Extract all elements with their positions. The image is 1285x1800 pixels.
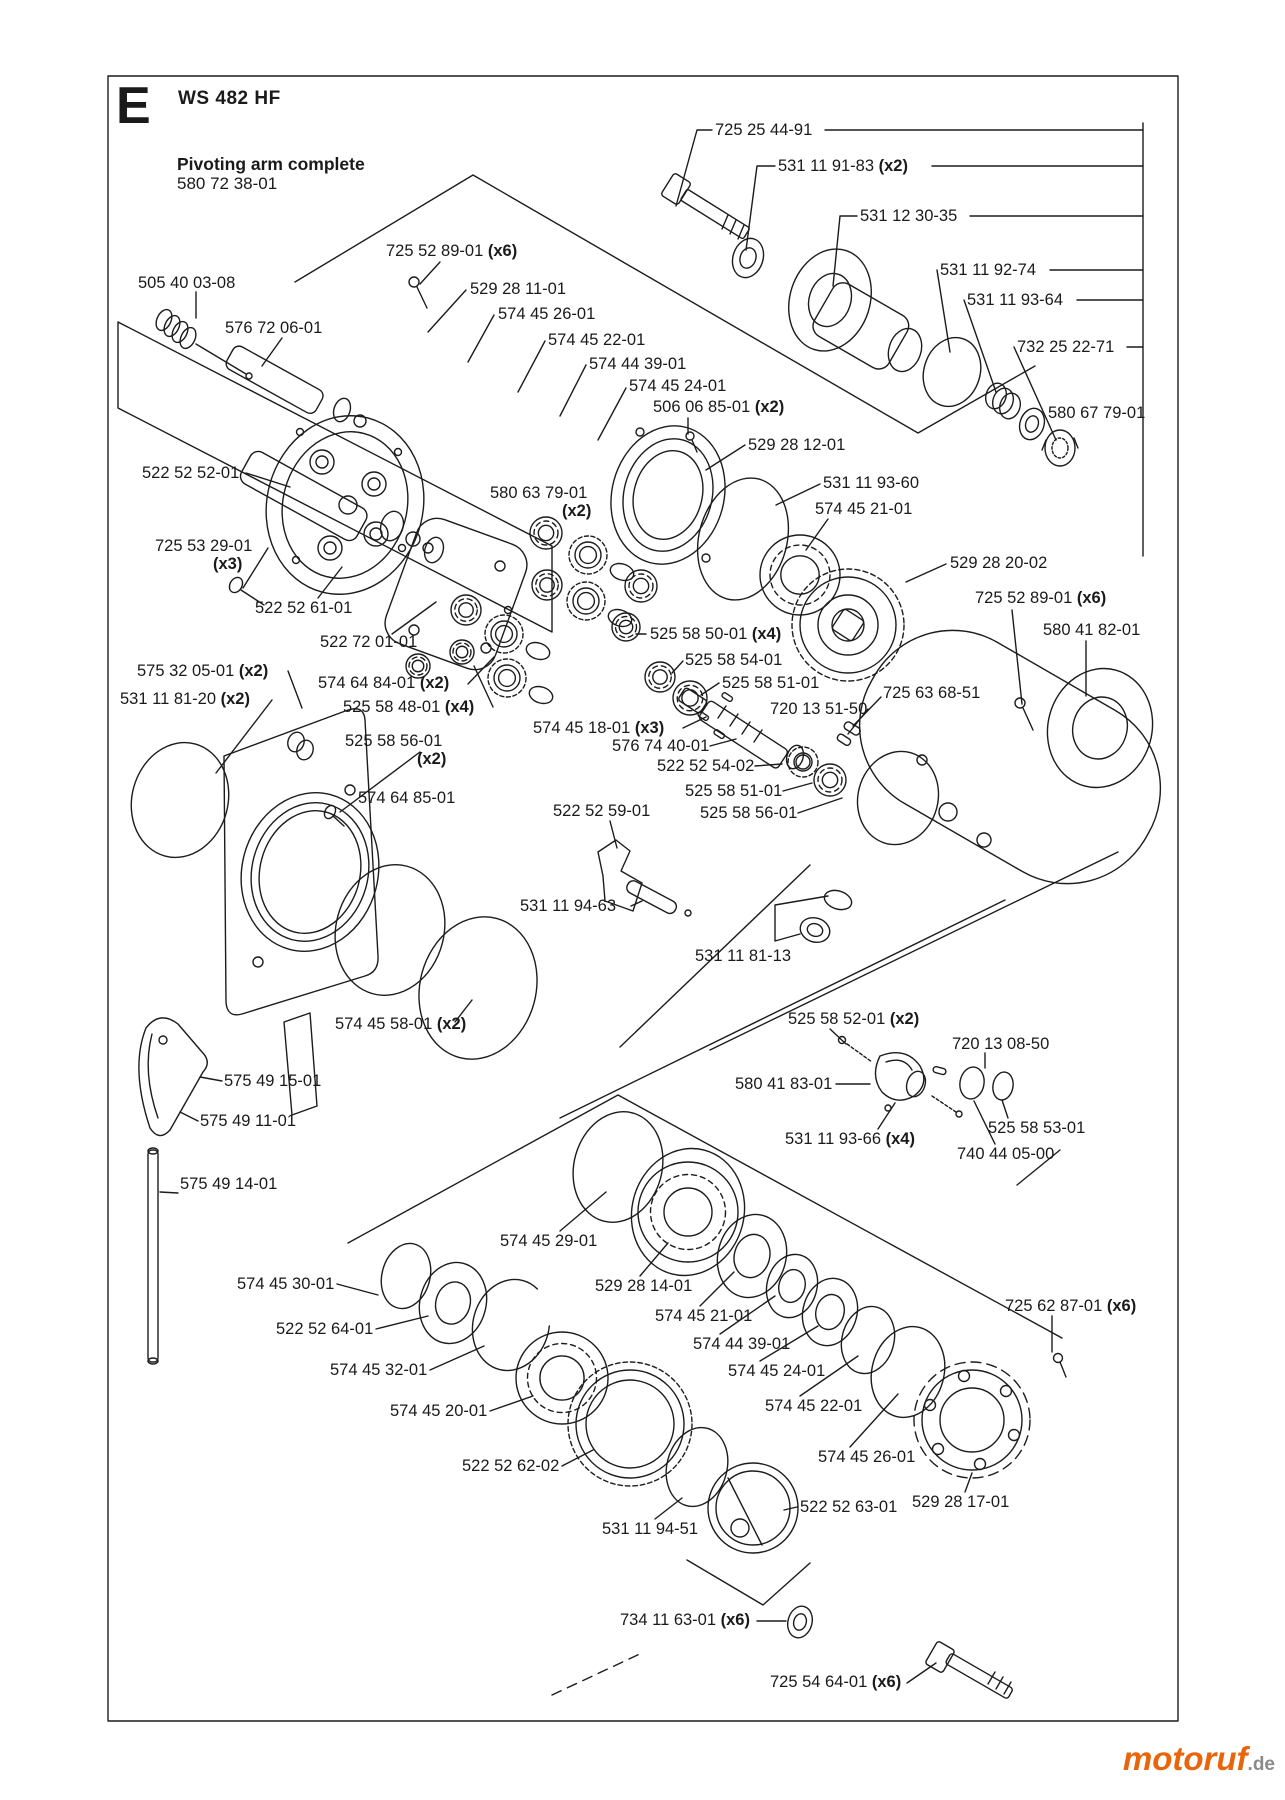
spring-and-cylinders bbox=[155, 276, 445, 606]
pivot-bracket-group bbox=[138, 1012, 318, 1365]
part-label: 574 45 26-01 bbox=[498, 305, 596, 323]
seal-ring-chain bbox=[572, 1111, 1067, 1479]
part-label: 531 11 94-63 bbox=[520, 897, 617, 915]
part-label: 734 11 63-01 (x6) bbox=[620, 1611, 750, 1629]
part-label: 575 32 05-01 (x2) bbox=[137, 662, 269, 680]
watermark: motoruf.de bbox=[990, 1740, 1275, 1778]
part-label: 529 28 17-01 bbox=[912, 1493, 1010, 1511]
page-border bbox=[107, 75, 1179, 1722]
part-label: 525 58 56-01 bbox=[700, 804, 798, 822]
part-label: 522 52 54-02 bbox=[657, 757, 755, 775]
part-label: 725 52 89-01 (x6) bbox=[975, 589, 1107, 607]
part-label: 531 11 93-60 bbox=[823, 474, 920, 492]
construction-lines bbox=[117, 122, 1144, 1696]
part-label: 580 67 79-01 bbox=[1048, 404, 1146, 422]
gasket bbox=[384, 517, 528, 671]
part-label: 522 52 59-01 bbox=[553, 802, 651, 820]
part-label: 574 45 21-01 bbox=[655, 1307, 753, 1325]
assembly-part-number: 580 72 38-01 bbox=[177, 174, 278, 193]
part-label: 522 52 63-01 bbox=[800, 1498, 898, 1516]
part-label: 575 49 11-01 bbox=[200, 1112, 297, 1130]
assembly-title: Pivoting arm complete bbox=[177, 154, 365, 174]
section-letter: E bbox=[116, 77, 151, 135]
part-label: 574 45 32-01 bbox=[330, 1361, 428, 1379]
part-label: 506 06 85-01 (x2) bbox=[653, 398, 785, 416]
part-label: 732 25 22-71 bbox=[1017, 338, 1115, 356]
part-label: 725 54 64-01 (x6) bbox=[770, 1673, 902, 1691]
part-label: 574 64 85-01 bbox=[358, 789, 456, 807]
part-label: 525 58 52-01 (x2) bbox=[788, 1010, 920, 1028]
part-label: 522 72 01-01 bbox=[320, 633, 418, 651]
bearing-flange-and-gear bbox=[610, 425, 905, 682]
part-label: 720 13 51-50 bbox=[770, 700, 868, 718]
part-label: 740 44 05-00 bbox=[957, 1145, 1055, 1163]
part-label: 574 44 39-01 bbox=[693, 1335, 791, 1353]
part-label: 531 11 91-83 (x2) bbox=[778, 157, 908, 175]
detent-group bbox=[837, 1035, 1014, 1118]
part-label: 574 45 22-01 bbox=[548, 331, 646, 349]
part-label: 522 52 52-01 bbox=[142, 464, 240, 482]
watermark-brand: motoruf bbox=[1122, 1740, 1248, 1777]
top-bolt-assembly bbox=[661, 173, 1079, 467]
part-label: 574 45 24-01 bbox=[728, 1362, 826, 1380]
part-label: 531 11 81-20 (x2) bbox=[120, 690, 250, 708]
part-label: 574 45 29-01 bbox=[500, 1232, 598, 1250]
part-label: 580 63 79-01(x2) bbox=[490, 484, 592, 520]
part-label: 531 12 30-35 bbox=[860, 207, 958, 225]
clutch-drum-chain bbox=[380, 1242, 799, 1554]
fork-and-pin bbox=[597, 839, 853, 944]
part-label: 525 58 50-01 (x4) bbox=[650, 625, 782, 643]
part-label: 525 58 51-01 bbox=[722, 674, 820, 692]
part-label: 531 11 81-13 bbox=[695, 947, 792, 965]
part-label: 531 11 93-66 (x4) bbox=[785, 1130, 915, 1148]
part-label: 531 11 92-74 bbox=[940, 261, 1037, 279]
part-label: 725 52 89-01 (x6) bbox=[386, 242, 518, 260]
part-label: 574 45 21-01 bbox=[815, 500, 913, 518]
part-label: 725 53 29-01(x3) bbox=[155, 537, 253, 573]
part-label: 574 45 58-01 (x2) bbox=[335, 1015, 467, 1033]
part-label: 522 52 62-02 bbox=[462, 1457, 560, 1475]
part-label: 574 45 30-01 bbox=[237, 1275, 335, 1293]
part-label: 529 28 12-01 bbox=[748, 436, 846, 454]
bottom-bolt-group bbox=[786, 1605, 1013, 1699]
part-label: 531 11 94-51 bbox=[602, 1520, 699, 1538]
part-label: 574 45 22-01 bbox=[765, 1397, 863, 1415]
part-label: 522 52 64-01 bbox=[276, 1320, 374, 1338]
part-label: 525 58 48-01 (x4) bbox=[343, 698, 475, 716]
part-label: 505 40 03-08 bbox=[138, 274, 236, 292]
watermark-tld: .de bbox=[1247, 1754, 1275, 1775]
part-label: 574 45 26-01 bbox=[818, 1448, 916, 1466]
part-label: 574 45 18-01 (x3) bbox=[533, 719, 665, 737]
gear-bearing-cluster bbox=[405, 431, 852, 797]
part-label: 525 58 56-01(x2) bbox=[345, 732, 447, 768]
part-label: 525 58 53-01 bbox=[988, 1119, 1086, 1137]
part-label: 580 41 83-01 bbox=[735, 1075, 833, 1093]
part-label: 575 49 14-01 bbox=[180, 1175, 278, 1193]
part-label: 525 58 54-01 bbox=[685, 651, 783, 669]
part-label: 725 63 68-51 bbox=[883, 684, 981, 702]
part-label: 576 74 40-01 bbox=[612, 737, 710, 755]
arm-housing bbox=[843, 629, 1162, 885]
part-label: 580 41 82-01 bbox=[1043, 621, 1141, 639]
model-title: WS 482 HF bbox=[178, 88, 281, 109]
part-label: 529 28 14-01 bbox=[595, 1277, 693, 1295]
part-label: 531 11 93-64 bbox=[967, 291, 1064, 309]
part-label: 522 52 61-01 bbox=[255, 599, 353, 617]
part-label: 574 45 20-01 bbox=[390, 1402, 488, 1420]
part-label: 576 72 06-01 bbox=[225, 319, 323, 337]
part-label: 574 45 24-01 bbox=[629, 377, 727, 395]
part-label: 529 28 20-02 bbox=[950, 554, 1048, 572]
pivot-flange-disc bbox=[265, 415, 425, 595]
side-cover bbox=[130, 708, 538, 1060]
part-label: 574 44 39-01 bbox=[589, 355, 687, 373]
part-label: 575 49 15-01 bbox=[224, 1072, 322, 1090]
part-label: 725 62 87-01 (x6) bbox=[1005, 1297, 1137, 1315]
part-label: 529 28 11-01 bbox=[470, 280, 567, 298]
part-label: 725 25 44-91 bbox=[715, 121, 813, 139]
part-label: 574 64 84-01 (x2) bbox=[318, 674, 450, 692]
part-label: 525 58 51-01 bbox=[685, 782, 783, 800]
part-label: 720 13 08-50 bbox=[952, 1035, 1050, 1053]
